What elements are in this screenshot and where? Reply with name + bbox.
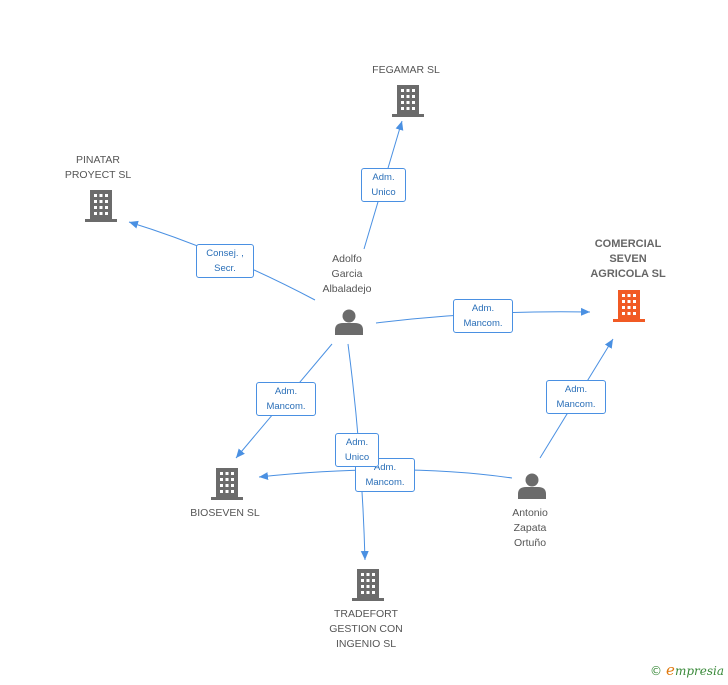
tradefort-building-icon[interactable] <box>352 569 384 601</box>
edge-label-adolfo-comercial: Adm. Mancom. <box>453 299 513 333</box>
node-label-fegamar[interactable]: FEGAMAR SL <box>372 64 440 76</box>
pinatar-building-icon[interactable] <box>85 190 117 222</box>
edge-label-adolfo-tradefort: Adm. Unico <box>335 433 379 467</box>
node-label-pinatar[interactable]: PINATAR PROYECT SL <box>64 154 132 181</box>
copyright-symbol: © <box>650 664 663 678</box>
node-label-antonio[interactable]: Antonio Zapata Ortuño <box>512 507 548 549</box>
edge-label-antonio-bioseven: Adm. Mancom. <box>355 458 415 492</box>
node-label-adolfo[interactable]: Adolfo Garcia Albaladejo <box>322 253 372 295</box>
fegamar-building-icon[interactable] <box>392 85 424 117</box>
edge-label-adolfo-fegamar: Adm. Unico <box>361 168 406 202</box>
edge-label-adolfo-bioseven: Adm. Mancom. <box>256 382 316 416</box>
brand-initial: e <box>666 661 675 679</box>
node-label-tradefort[interactable]: TRADEFORT GESTION CON INGENIO SL <box>329 608 403 650</box>
edge-label-adolfo-pinatar: Consej. , Secr. <box>196 244 254 278</box>
node-label-bioseven[interactable]: BIOSEVEN SL <box>190 507 260 519</box>
edge-label-antonio-comercial: Adm. Mancom. <box>546 380 606 414</box>
bioseven-building-icon[interactable] <box>211 468 243 500</box>
empresia-watermark: ©empresia <box>650 661 724 679</box>
node-label-comercial[interactable]: COMERCIAL SEVEN AGRICOLA SL <box>590 238 666 280</box>
comercial-building-icon[interactable] <box>613 290 645 322</box>
adolfo-person-icon[interactable] <box>335 309 363 336</box>
brand-name: mpresia <box>674 664 724 678</box>
antonio-person-icon[interactable] <box>518 473 546 500</box>
